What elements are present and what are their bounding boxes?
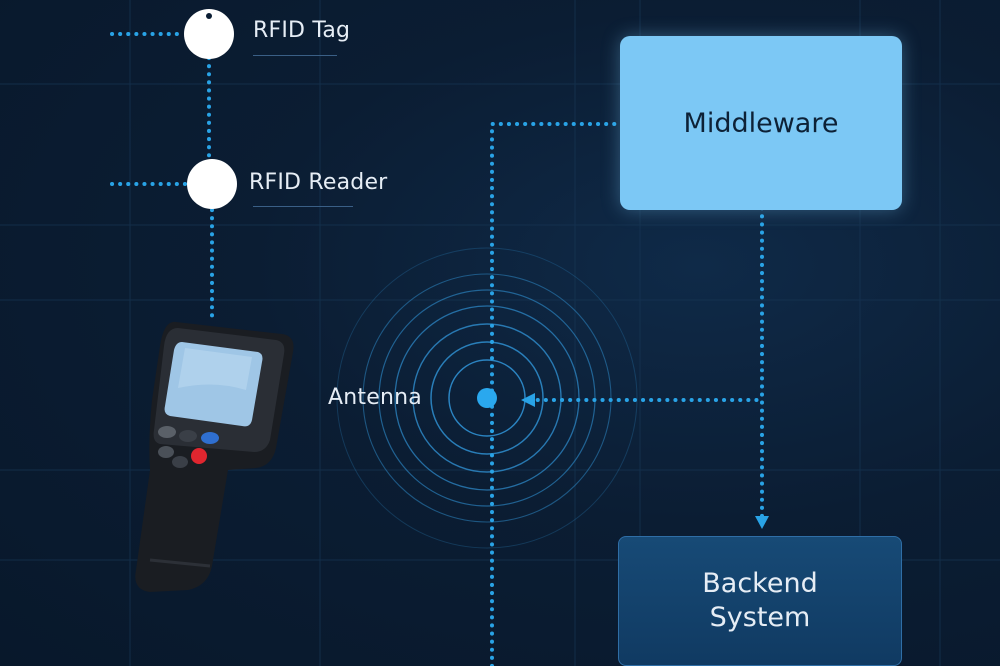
reader-button-icon [172,456,188,468]
rfid-reader-label: RFID Reader [249,170,388,195]
antenna-dot [477,388,497,408]
rfid-tag-label: RFID Tag [253,18,351,43]
reader-button-red-icon [191,448,207,464]
backend-label-line2: System [709,602,811,633]
antenna-label: Antenna [328,385,422,410]
antenna-signal-icon [336,247,638,549]
rfid-reader-label-underline [253,206,353,207]
middleware-box: Middleware [620,36,902,210]
connector-lines [110,32,764,666]
backend-label-line1: Backend [702,568,818,599]
reader-button-icon [158,426,176,438]
reader-button-icon [158,446,174,458]
backend-to-antenna-connector [534,398,764,518]
middleware-label: Middleware [683,107,839,139]
rfid-tag-label-underline [253,55,337,56]
reader-button-icon [179,430,197,442]
backend-system-box: Backend System [618,536,902,666]
rfid-tag-node-icon [184,9,234,59]
arrow-head-icon [521,393,535,407]
handheld-rfid-reader-icon [135,321,294,592]
antenna-to-middleware-connector [490,122,618,666]
reader-button-blue-icon [201,432,219,444]
arrow-head-icon [755,516,769,529]
rfid-reader-node-icon [187,159,237,209]
